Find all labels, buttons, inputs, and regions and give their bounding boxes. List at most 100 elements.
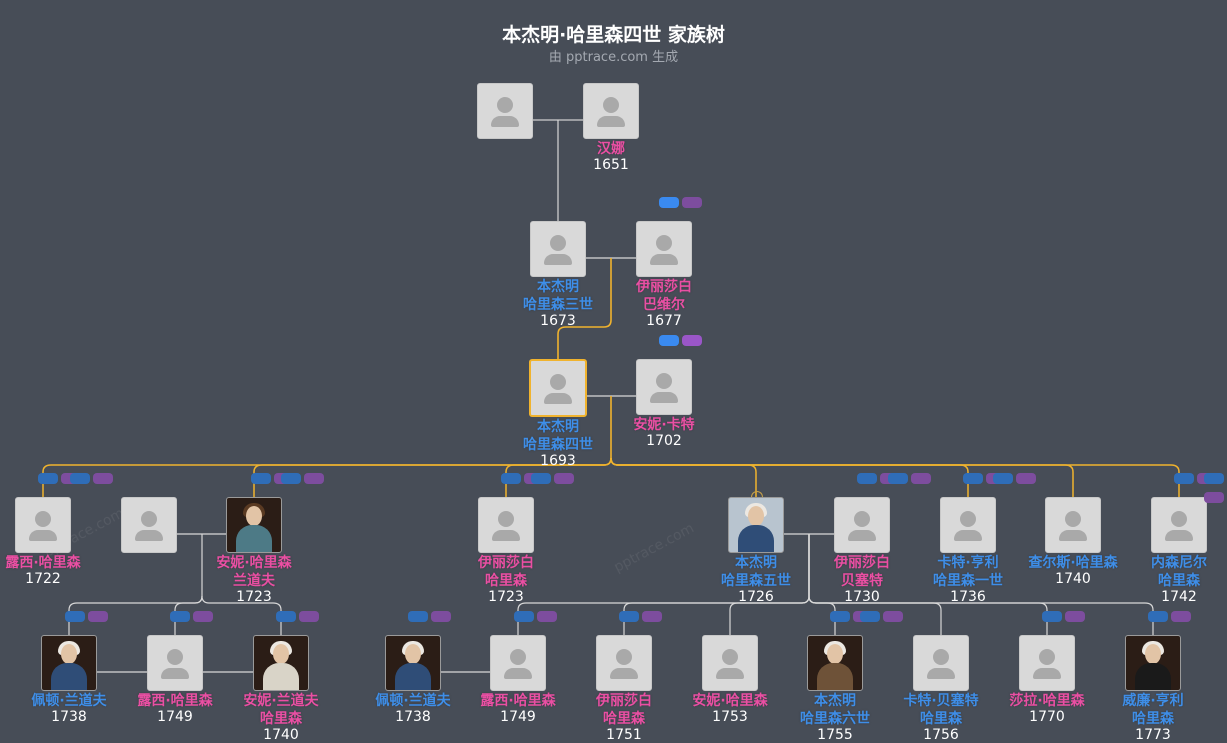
male-relation-badge[interactable]	[993, 473, 1013, 484]
male-relation-badge[interactable]	[170, 611, 190, 622]
relation-badges[interactable]	[619, 611, 665, 623]
relation-badges[interactable]	[281, 473, 327, 485]
relation-badges[interactable]	[659, 335, 705, 347]
male-relation-badge[interactable]	[408, 611, 428, 622]
avatar[interactable]	[226, 497, 282, 553]
relation-badges[interactable]	[70, 473, 116, 485]
avatar[interactable]	[1045, 497, 1101, 553]
female-relation-badge[interactable]	[93, 473, 113, 484]
male-relation-badge[interactable]	[963, 473, 983, 484]
avatar[interactable]	[385, 635, 441, 691]
avatar[interactable]	[253, 635, 309, 691]
male-relation-badge[interactable]	[514, 611, 534, 622]
female-relation-badge[interactable]	[88, 611, 108, 622]
avatar[interactable]	[834, 497, 890, 553]
relation-badges[interactable]	[276, 611, 322, 623]
avatar[interactable]	[1151, 497, 1207, 553]
male-relation-badge[interactable]	[251, 473, 271, 484]
female-relation-badge[interactable]	[193, 611, 213, 622]
avatar[interactable]	[702, 635, 758, 691]
avatar[interactable]	[728, 497, 784, 553]
male-relation-badge[interactable]	[38, 473, 58, 484]
male-relation-badge[interactable]	[659, 197, 679, 208]
avatar[interactable]	[490, 635, 546, 691]
relation-badges[interactable]	[514, 611, 560, 623]
male-relation-badge[interactable]	[1204, 473, 1224, 484]
female-relation-badge[interactable]	[911, 473, 931, 484]
female-relation-badge[interactable]	[431, 611, 451, 622]
person-card[interactable]	[445, 83, 565, 139]
avatar[interactable]	[913, 635, 969, 691]
avatar[interactable]	[1125, 635, 1181, 691]
avatar[interactable]	[478, 497, 534, 553]
relation-badges[interactable]	[659, 197, 705, 209]
female-relation-badge[interactable]	[1204, 492, 1224, 503]
avatar[interactable]	[147, 635, 203, 691]
male-relation-badge[interactable]	[619, 611, 639, 622]
avatar[interactable]	[583, 83, 639, 139]
relation-badges[interactable]	[993, 473, 1039, 485]
male-relation-badge[interactable]	[281, 473, 301, 484]
female-relation-badge[interactable]	[1171, 611, 1191, 622]
relation-badges[interactable]	[1148, 611, 1194, 623]
avatar[interactable]	[636, 221, 692, 277]
relation-badges[interactable]	[1204, 473, 1227, 503]
relation-badges[interactable]	[170, 611, 216, 623]
female-relation-badge[interactable]	[299, 611, 319, 622]
male-relation-badge[interactable]	[659, 335, 679, 346]
relation-badges[interactable]	[408, 611, 454, 623]
avatar[interactable]	[807, 635, 863, 691]
male-relation-badge[interactable]	[1174, 473, 1194, 484]
male-relation-badge[interactable]	[65, 611, 85, 622]
avatar[interactable]	[596, 635, 652, 691]
male-relation-badge[interactable]	[860, 611, 880, 622]
relation-badges[interactable]	[65, 611, 111, 623]
male-relation-badge[interactable]	[531, 473, 551, 484]
female-relation-badge[interactable]	[554, 473, 574, 484]
avatar[interactable]	[121, 497, 177, 553]
male-relation-badge[interactable]	[857, 473, 877, 484]
relation-badges[interactable]	[860, 611, 906, 623]
male-relation-badge[interactable]	[501, 473, 521, 484]
female-relation-badge[interactable]	[883, 611, 903, 622]
male-relation-badge[interactable]	[1148, 611, 1168, 622]
relation-badges[interactable]	[1042, 611, 1088, 623]
person-card[interactable]	[89, 497, 209, 553]
relation-badges[interactable]	[531, 473, 577, 485]
male-relation-badge[interactable]	[830, 611, 850, 622]
avatar[interactable]	[1019, 635, 1075, 691]
male-relation-badge[interactable]	[888, 473, 908, 484]
relation-badges[interactable]	[888, 473, 934, 485]
male-relation-badge[interactable]	[1042, 611, 1062, 622]
male-relation-badge[interactable]	[276, 611, 296, 622]
avatar[interactable]	[636, 359, 692, 415]
female-relation-badge[interactable]	[1016, 473, 1036, 484]
female-relation-badge[interactable]	[682, 197, 702, 208]
avatar[interactable]	[15, 497, 71, 553]
female-relation-badge[interactable]	[304, 473, 324, 484]
avatar[interactable]	[477, 83, 533, 139]
male-relation-badge[interactable]	[70, 473, 90, 484]
